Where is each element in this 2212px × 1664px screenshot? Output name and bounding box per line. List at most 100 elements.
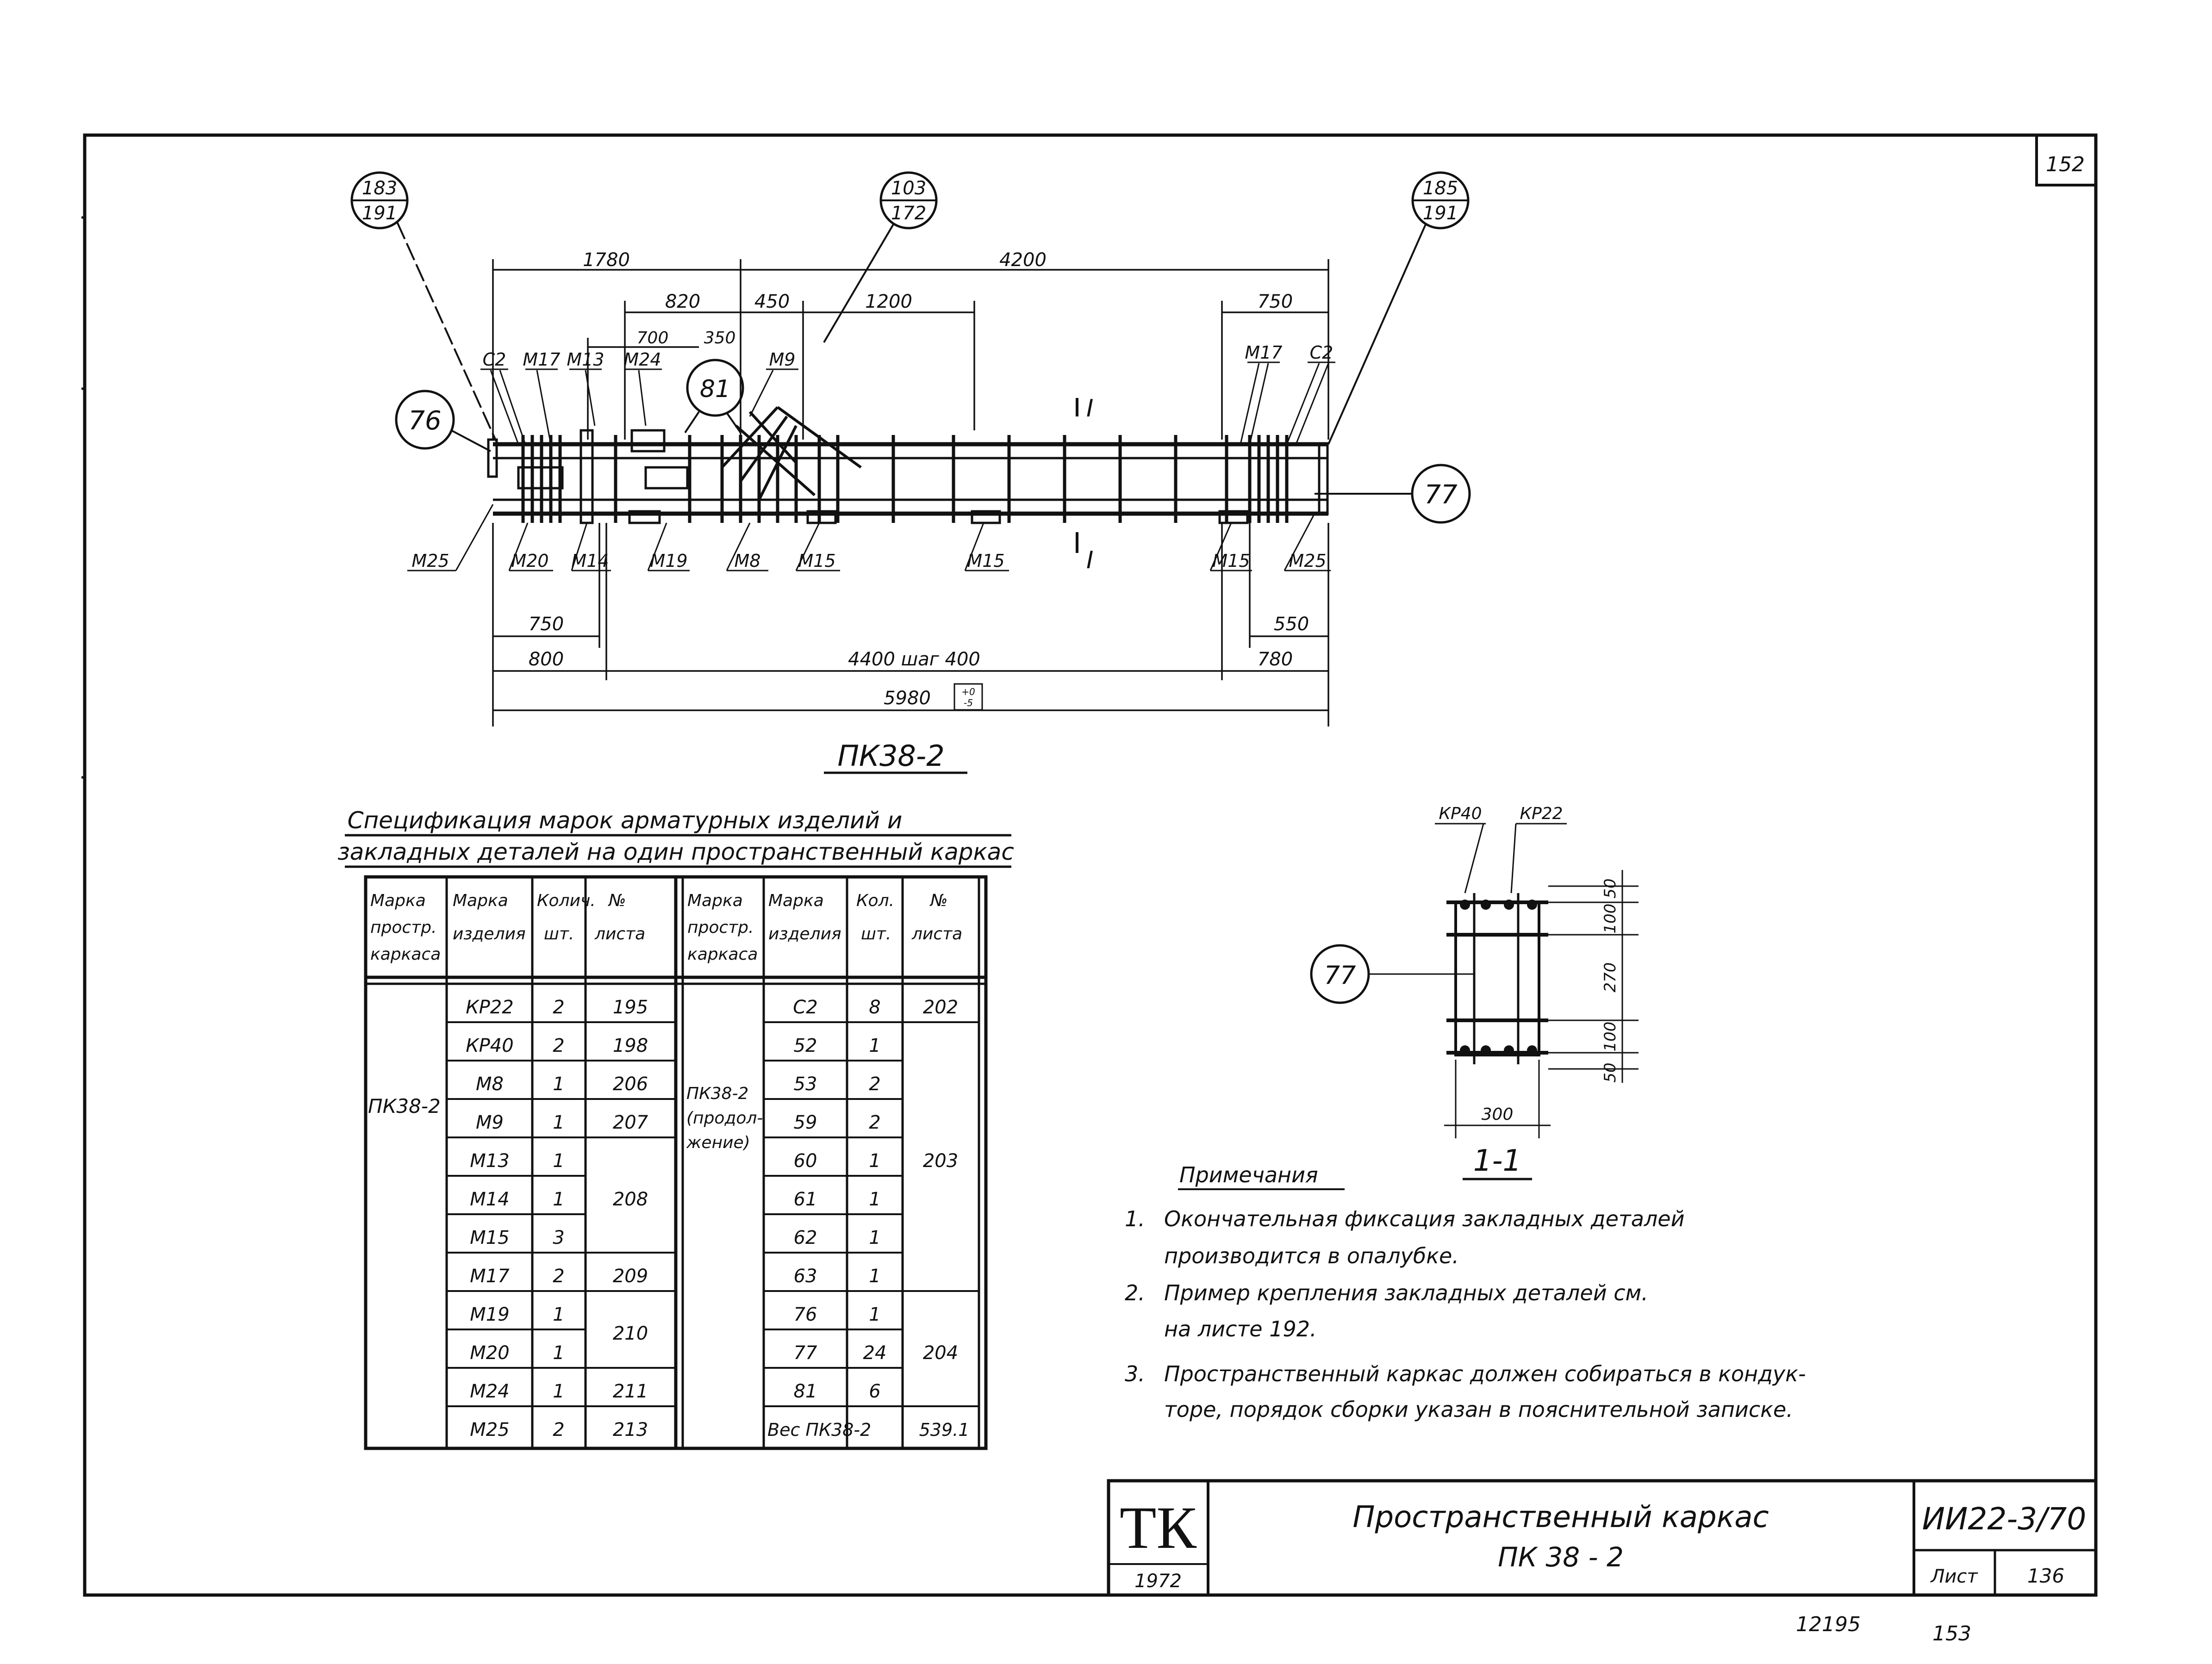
svg-text:203: 203 bbox=[923, 1150, 958, 1172]
weight-value: 539.1 bbox=[919, 1420, 970, 1440]
svg-text:2: 2 bbox=[553, 1035, 564, 1056]
svg-text:81: 81 bbox=[794, 1381, 817, 1402]
frame-body: I I bbox=[487, 395, 1329, 574]
svg-text:Марка: Марка bbox=[687, 891, 743, 910]
tk-logo: ТК bbox=[1120, 1495, 1197, 1561]
top-labels: С2 М17 М13 М24 М9 М17 С2 bbox=[480, 342, 1335, 445]
svg-text:2: 2 bbox=[869, 1074, 880, 1095]
top-dimensions: 1780 4200 820 450 1200 750 700 350 bbox=[492, 249, 1329, 440]
svg-text:77: 77 bbox=[1424, 480, 1458, 510]
section-1-1: КР40 КР22 50 100 270 100 50 bbox=[1310, 804, 1639, 1180]
svg-text:шт.: шт. bbox=[861, 925, 891, 944]
svg-text:209: 209 bbox=[613, 1266, 648, 1287]
svg-text:2.: 2. bbox=[1125, 1280, 1145, 1305]
spec-table: Спецификация марок арматурных изделий и … bbox=[337, 807, 1014, 1450]
svg-text:172: 172 bbox=[891, 203, 926, 224]
svg-text:торе, порядок сборки указан в: торе, порядок сборки указан в пояснитель… bbox=[1164, 1397, 1793, 1422]
svg-text:450: 450 bbox=[754, 291, 790, 312]
svg-text:206: 206 bbox=[613, 1074, 648, 1095]
svg-text:М15: М15 bbox=[967, 551, 1004, 571]
svg-text:КР40: КР40 bbox=[1439, 804, 1482, 823]
svg-text:+0: +0 bbox=[961, 686, 975, 697]
callout-103-172: 103 172 bbox=[823, 171, 938, 343]
svg-text:шт.: шт. bbox=[544, 925, 574, 944]
svg-text:1.: 1. bbox=[1125, 1206, 1145, 1231]
svg-text:изделия: изделия bbox=[453, 925, 526, 944]
svg-text:каркаса: каркаса bbox=[370, 945, 441, 964]
svg-text:208: 208 bbox=[613, 1189, 648, 1210]
svg-text:103: 103 bbox=[891, 178, 926, 199]
svg-text:производится в опалубке.: производится в опалубке. bbox=[1164, 1243, 1459, 1268]
svg-text:С2: С2 bbox=[1310, 342, 1333, 363]
svg-text:М15: М15 bbox=[470, 1227, 509, 1248]
svg-text:листа: листа bbox=[594, 925, 645, 944]
drawing-title: ПК38-2 bbox=[837, 739, 944, 773]
svg-text:52: 52 bbox=[794, 1035, 817, 1056]
svg-text:780: 780 bbox=[1258, 649, 1293, 670]
svg-text:59: 59 bbox=[794, 1112, 817, 1133]
weight-label: Вес ПК38-2 bbox=[767, 1420, 871, 1440]
svg-text:77: 77 bbox=[1324, 961, 1356, 990]
svg-text:№: № bbox=[929, 891, 947, 910]
right-frame-mark-3: жение) bbox=[686, 1133, 750, 1152]
svg-text:КР40: КР40 bbox=[466, 1035, 513, 1056]
svg-text:210: 210 bbox=[613, 1323, 648, 1344]
svg-text:простр.: простр. bbox=[370, 918, 436, 937]
svg-text:213: 213 bbox=[613, 1419, 648, 1440]
svg-text:С2: С2 bbox=[793, 997, 817, 1018]
svg-text:Марка: Марка bbox=[768, 891, 824, 910]
svg-text:204: 204 bbox=[923, 1342, 958, 1364]
document-code: ИИ22-3/70 bbox=[1922, 1501, 2087, 1537]
svg-text:Марка: Марка bbox=[453, 891, 508, 910]
title-line-2: ПК 38 - 2 bbox=[1498, 1541, 1624, 1573]
svg-text:76: 76 bbox=[408, 406, 441, 436]
footer-right-number: 153 bbox=[1932, 1622, 1971, 1645]
svg-text:1780: 1780 bbox=[583, 249, 630, 271]
svg-text:2: 2 bbox=[553, 997, 564, 1018]
sheet-frame bbox=[83, 133, 2098, 1597]
svg-text:М20: М20 bbox=[511, 551, 548, 571]
svg-text:Колич.: Колич. bbox=[537, 891, 596, 910]
svg-text:185: 185 bbox=[1423, 178, 1458, 199]
corner-number-box bbox=[2035, 135, 2096, 186]
svg-text:М25: М25 bbox=[470, 1419, 509, 1440]
svg-text:С2: С2 bbox=[483, 349, 506, 370]
svg-text:М8: М8 bbox=[476, 1074, 504, 1095]
svg-text:1: 1 bbox=[869, 1035, 880, 1056]
svg-text:2: 2 bbox=[869, 1112, 880, 1133]
svg-text:2: 2 bbox=[553, 1266, 564, 1287]
svg-text:750: 750 bbox=[529, 614, 564, 635]
svg-text:198: 198 bbox=[613, 1035, 648, 1056]
svg-text:4200: 4200 bbox=[999, 249, 1047, 271]
svg-text:М8: М8 bbox=[735, 551, 761, 571]
svg-text:каркаса: каркаса bbox=[687, 945, 758, 964]
svg-text:183: 183 bbox=[362, 178, 397, 199]
spec-title-1: Спецификация марок арматурных изделий и bbox=[348, 807, 903, 834]
svg-text:3.: 3. bbox=[1125, 1361, 1145, 1386]
bottom-labels: М25 М20 М14 М19 М8 М15 М15 М15 М25 bbox=[407, 504, 1331, 571]
svg-text:1: 1 bbox=[553, 1189, 564, 1210]
svg-text:61: 61 bbox=[794, 1189, 817, 1210]
svg-text:207: 207 bbox=[613, 1112, 648, 1133]
svg-text:Пространственный каркас должен: Пространственный каркас должен собиратьс… bbox=[1164, 1361, 1806, 1386]
notes-heading: Примечания bbox=[1179, 1162, 1318, 1187]
svg-text:листа: листа bbox=[911, 925, 962, 944]
svg-text:100: 100 bbox=[1601, 904, 1620, 934]
svg-text:1: 1 bbox=[869, 1227, 880, 1248]
year: 1972 bbox=[1134, 1571, 1182, 1592]
position-mark-76: 76 bbox=[395, 390, 491, 452]
svg-text:81: 81 bbox=[700, 375, 730, 403]
svg-text:КР22: КР22 bbox=[466, 997, 513, 1018]
sheet-number: 136 bbox=[2027, 1565, 2064, 1587]
section-mark-bottom: I bbox=[1086, 546, 1093, 574]
svg-text:М17: М17 bbox=[470, 1266, 510, 1287]
right-frame-mark-1: ПК38-2 bbox=[686, 1084, 748, 1103]
notes: Примечания 1. Окончательная фиксация зак… bbox=[1125, 1162, 1806, 1422]
svg-text:1: 1 bbox=[553, 1074, 564, 1095]
svg-text:77: 77 bbox=[794, 1342, 817, 1364]
svg-text:изделия: изделия bbox=[768, 925, 841, 944]
svg-text:50: 50 bbox=[1601, 1062, 1620, 1082]
svg-text:750: 750 bbox=[1258, 291, 1293, 312]
section-title: 1-1 bbox=[1473, 1144, 1522, 1178]
